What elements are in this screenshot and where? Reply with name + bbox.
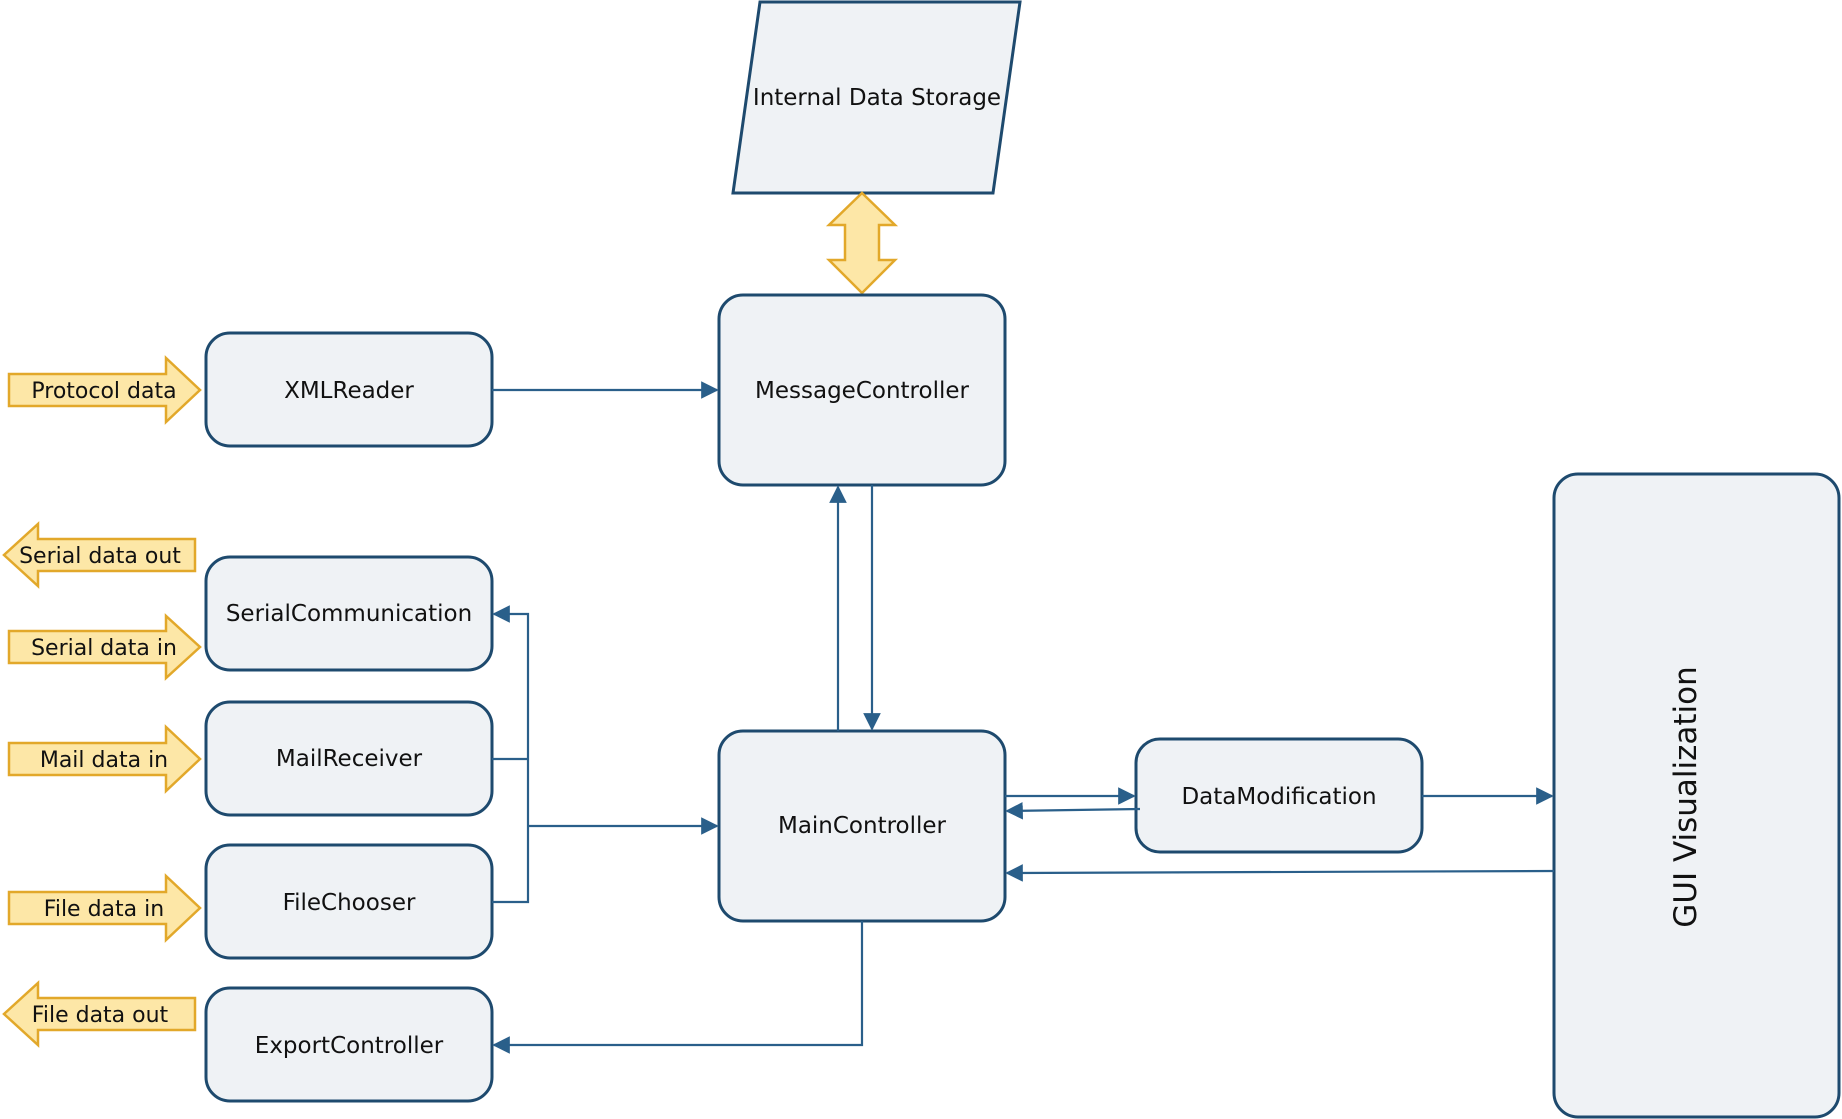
main-to-export-controller [492, 921, 864, 1054]
file-chooser-box: FileChooser [204, 843, 494, 960]
internal-data-storage-label: Internal Data Storage [753, 85, 1001, 111]
message-controller-label: MessageController [755, 378, 969, 404]
main-controller-box: MainController [717, 729, 1007, 923]
serial-communication-label: SerialCommunication [226, 601, 472, 627]
xml-reader-label: XMLReader [284, 378, 414, 404]
gui-visualization-box: GUI Visualization [1552, 472, 1841, 1119]
file-data-out-arrow: File data out [2, 980, 197, 1048]
data-modification-label: DataModification [1181, 784, 1376, 810]
main-controller-label: MainController [778, 813, 947, 839]
mail-receiver-label: MailReceiver [276, 746, 423, 772]
data-modification-to-main [1005, 801, 1141, 820]
data-modification-box: DataModification [1134, 737, 1424, 854]
export-controller-label: ExportController [255, 1033, 444, 1059]
serial-communication-box: SerialCommunication [204, 555, 494, 672]
gui-to-main-controller [1005, 864, 1555, 882]
message-controller-box: MessageController [717, 293, 1007, 487]
storage-double-arrow [825, 191, 899, 295]
serial-data-in-label: Serial data in [31, 636, 177, 661]
protocol-data-in-arrow: Protocol data [7, 355, 202, 425]
file-chooser-label: FileChooser [283, 890, 416, 916]
mail-receiver-box: MailReceiver [204, 700, 494, 817]
gui-visualization-label: GUI Visualization [1668, 666, 1704, 928]
mail-data-in-label: Mail data in [40, 748, 168, 773]
serial-data-in-arrow: Serial data in [7, 613, 202, 681]
file-data-out-label: File data out [32, 1003, 169, 1028]
file-data-in-label: File data in [44, 897, 164, 922]
file-chooser-to-bus [492, 826, 530, 904]
protocol-data-label: Protocol data [31, 379, 176, 404]
mail-data-in-arrow: Mail data in [7, 724, 202, 794]
export-controller-box: ExportController [204, 986, 494, 1103]
serial-data-out-arrow: Serial data out [2, 521, 197, 589]
serial-data-out-label: Serial data out [19, 544, 181, 569]
bus-to-serial-communication [492, 605, 530, 826]
xml-reader-box: XMLReader [204, 331, 494, 448]
internal-data-storage: Internal Data Storage [731, 0, 1022, 195]
file-data-in-arrow: File data in [7, 873, 202, 943]
